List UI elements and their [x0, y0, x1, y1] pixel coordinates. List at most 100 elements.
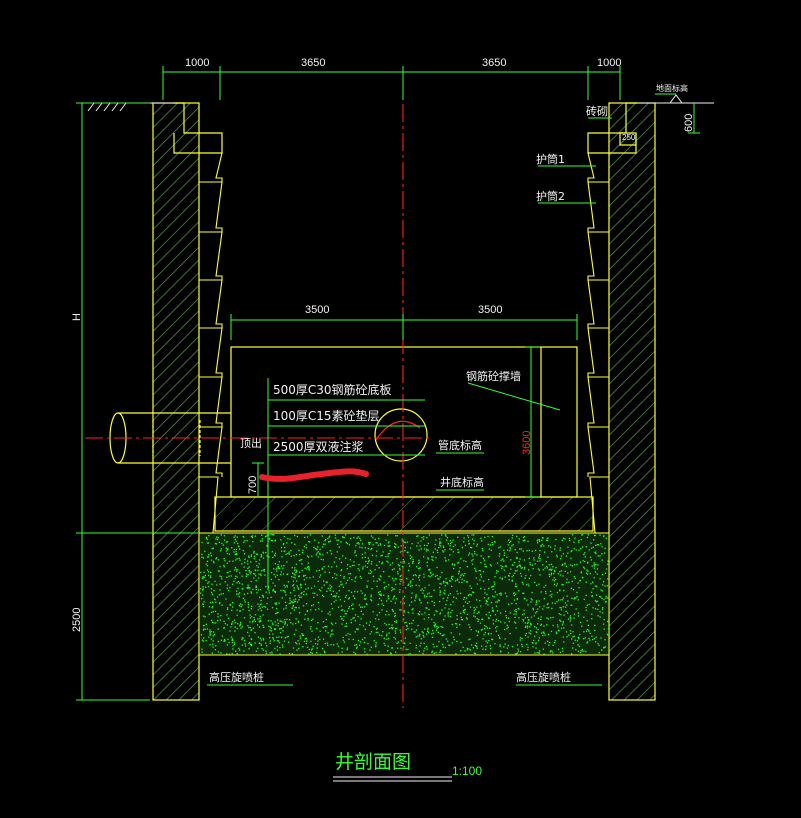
sand-dot [420, 589, 422, 591]
sand-dot [215, 601, 217, 603]
sand-dot [560, 620, 562, 622]
sand-dot [383, 588, 385, 590]
sand-dot [511, 545, 513, 547]
sand-dot [280, 620, 282, 622]
sand-dot [380, 544, 382, 546]
sand-dot [226, 587, 228, 589]
sand-dot [376, 564, 378, 566]
sand-dot [466, 613, 469, 616]
sand-dot [434, 626, 436, 628]
sand-dot [457, 549, 459, 551]
sand-dot [282, 543, 285, 546]
sand-dot [294, 600, 297, 603]
sand-dot [600, 637, 602, 639]
sand-dot [345, 557, 347, 559]
sand-dot [306, 566, 308, 568]
sand-dot [294, 606, 296, 609]
sand-dot [581, 650, 583, 652]
sand-dot [427, 575, 430, 577]
sand-dot [240, 621, 242, 624]
sand-dot [235, 568, 237, 570]
sand-dot [210, 588, 213, 590]
sand-dot [316, 647, 318, 649]
sand-dot [484, 563, 486, 565]
sand-dot [200, 571, 202, 574]
sand-dot [497, 634, 500, 636]
sand-dot [552, 624, 554, 627]
sand-dot [596, 600, 599, 602]
sand-dot [601, 559, 603, 561]
sand-dot [304, 613, 306, 616]
sand-dot [224, 581, 226, 583]
sand-dot [314, 638, 317, 640]
sand-dot [485, 613, 487, 616]
sand-dot [532, 607, 534, 609]
sand-dot [329, 635, 332, 637]
sand-dot [335, 595, 337, 597]
sand-dot [399, 591, 401, 593]
sand-dot [433, 652, 436, 654]
sand-dot [270, 630, 273, 632]
sand-dot [508, 579, 510, 581]
sand-dot [578, 638, 580, 640]
sand-dot [481, 645, 483, 647]
sand-dot [258, 642, 260, 644]
sand-dot [350, 591, 353, 593]
sand-dot [466, 649, 468, 651]
sand-dot [202, 615, 205, 617]
sand-dot [526, 550, 528, 552]
sand-dot [551, 650, 553, 652]
sand-dot [269, 637, 271, 639]
sand-dot [306, 610, 308, 613]
sand-dot [433, 602, 435, 604]
sand-dot [319, 574, 322, 576]
sand-dot [569, 616, 571, 619]
sand-dot [246, 560, 249, 562]
sand-dot [423, 618, 425, 620]
sand-dot [272, 534, 274, 536]
sand-dot [319, 552, 321, 554]
sand-dot [431, 600, 433, 602]
sand-dot [572, 631, 574, 633]
sand-dot [359, 644, 361, 646]
sand-dot [356, 647, 358, 649]
sand-dot [229, 630, 231, 632]
sand-dot [254, 642, 256, 644]
sand-dot [595, 544, 597, 546]
sand-dot [409, 652, 411, 655]
sand-dot [469, 626, 471, 628]
sand-dot [253, 555, 256, 557]
sand-dot [243, 566, 245, 568]
sand-dot [504, 576, 506, 578]
sand-dot [307, 556, 310, 558]
sand-dot [231, 609, 233, 611]
sand-dot [428, 534, 430, 536]
sand-dot [383, 581, 385, 584]
sand-dot [359, 575, 361, 578]
sand-dot [337, 606, 340, 608]
sand-dot [370, 594, 372, 596]
sand-dot [514, 653, 516, 655]
dimension-lines [76, 66, 700, 701]
sand-dot [594, 534, 596, 536]
sand-dot [379, 634, 381, 636]
sand-dot [439, 633, 442, 635]
sand-dot [296, 601, 299, 603]
sand-dot [556, 601, 558, 603]
sand-dot [284, 590, 286, 592]
sand-dot [235, 559, 237, 561]
sand-dot [327, 565, 330, 567]
sand-dot [434, 548, 436, 550]
sand-dot [382, 551, 384, 553]
sand-dot [219, 589, 221, 591]
sand-dot [329, 614, 331, 616]
sand-dot [571, 565, 573, 567]
sand-dot [220, 652, 222, 654]
sand-dot [452, 545, 455, 548]
sand-dot [546, 567, 548, 569]
sand-dot [472, 647, 474, 649]
sand-dot [570, 632, 572, 635]
sand-dot [553, 569, 556, 571]
sand-dot [566, 578, 568, 580]
sand-dot [409, 557, 412, 559]
